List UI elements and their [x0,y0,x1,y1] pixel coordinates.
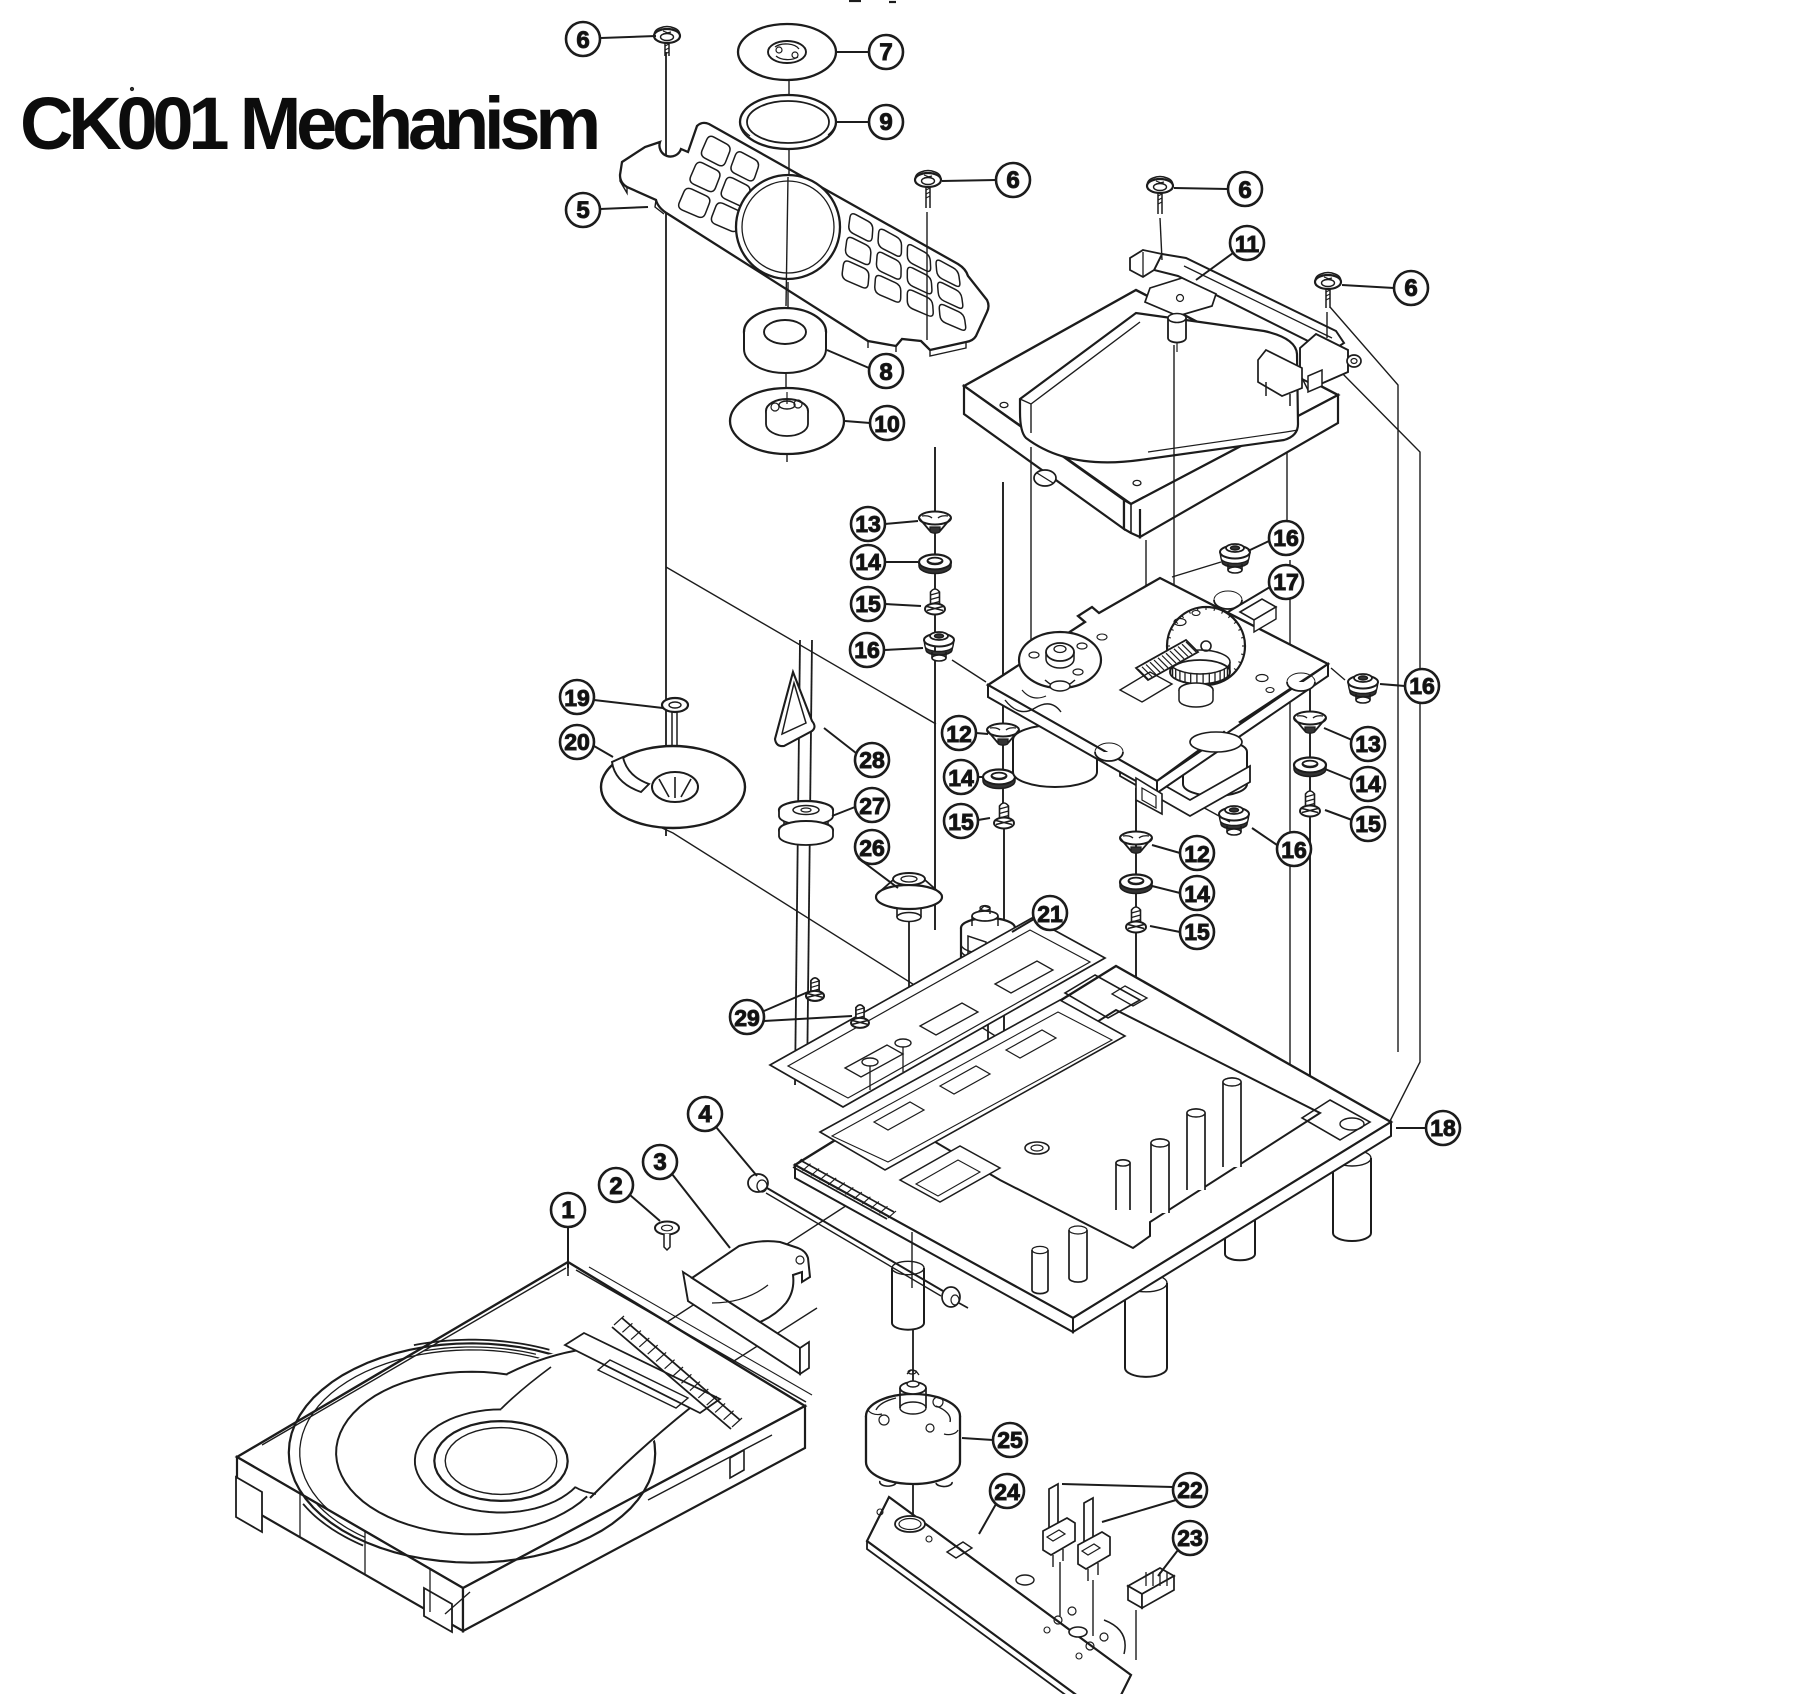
svg-text:15: 15 [855,591,881,617]
svg-text:29: 29 [734,1005,760,1031]
svg-text:27: 27 [859,793,885,819]
svg-text:6: 6 [1238,177,1251,204]
svg-text:16: 16 [854,637,880,663]
svg-text:12: 12 [946,721,972,747]
svg-text:21: 21 [1037,901,1063,927]
svg-text:26: 26 [859,835,885,861]
svg-text:16: 16 [1281,837,1307,863]
svg-text:22: 22 [1177,1477,1203,1503]
svg-text:15: 15 [1184,919,1210,945]
svg-text:6: 6 [576,27,589,54]
svg-text:9: 9 [879,109,892,136]
svg-text:18: 18 [1430,1115,1456,1141]
svg-text:24: 24 [994,1479,1020,1505]
svg-text:6: 6 [1404,275,1417,302]
svg-text:28: 28 [859,747,885,773]
svg-text:3: 3 [653,1149,666,1176]
svg-text:16: 16 [1409,673,1435,699]
svg-text:15: 15 [948,809,974,835]
svg-text:19: 19 [564,685,590,711]
svg-text:14: 14 [1355,771,1381,797]
svg-text:10: 10 [874,411,900,437]
svg-text:8: 8 [879,359,892,386]
svg-text:14: 14 [855,549,881,575]
svg-text:14: 14 [948,765,974,791]
svg-text:5: 5 [576,197,589,224]
svg-text:7: 7 [879,39,892,66]
svg-text:16: 16 [1273,525,1299,551]
svg-text:2: 2 [609,1173,622,1200]
svg-text:25: 25 [997,1427,1023,1453]
svg-text:17: 17 [1273,569,1299,595]
svg-text:6: 6 [1006,167,1019,194]
svg-text:12: 12 [1184,841,1210,867]
svg-text:23: 23 [1177,1525,1203,1551]
svg-text:15: 15 [1355,811,1381,837]
svg-text:20: 20 [564,729,590,755]
svg-text:4: 4 [698,1101,712,1128]
svg-text:11: 11 [1235,231,1260,257]
svg-text:14: 14 [1184,881,1210,907]
svg-text:13: 13 [1355,731,1381,757]
svg-text:13: 13 [855,511,881,537]
svg-text:1: 1 [561,1197,574,1224]
